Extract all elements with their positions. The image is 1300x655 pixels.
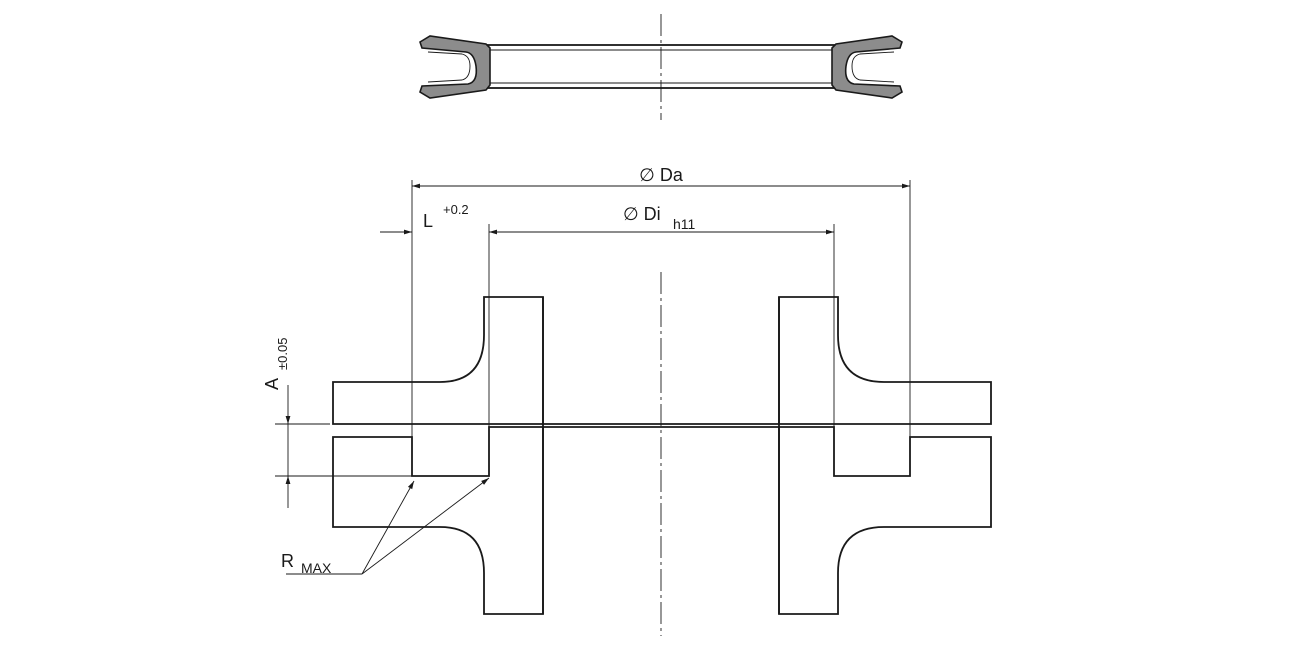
- a-label: A: [262, 378, 282, 390]
- dimensions: ∅ Da ∅ Di h11 L +0.2 A ±0.05 R MAX: [262, 165, 911, 576]
- upper-left-flange: [332, 296, 544, 425]
- a-tolerance: ±0.05: [275, 338, 290, 370]
- r-sub-label: MAX: [301, 560, 332, 576]
- r-label: R: [281, 551, 294, 571]
- lower-right-flange: [778, 426, 992, 615]
- da-label: ∅ Da: [639, 165, 684, 185]
- seal-profile-right: [831, 35, 903, 99]
- seal-view: [419, 14, 903, 120]
- l-label: L: [423, 211, 433, 231]
- r-leader-left: [361, 480, 415, 575]
- seal-groove-left: [427, 51, 471, 83]
- r-leader-right: [361, 477, 490, 575]
- seal-groove-right: [851, 51, 895, 83]
- di-tolerance: h11: [673, 216, 696, 232]
- seal-profile-left: [419, 35, 491, 99]
- upper-right-flange: [778, 296, 992, 425]
- l-tolerance: +0.2: [443, 202, 469, 217]
- cross-section: [332, 272, 992, 636]
- lower-left-flange: [332, 426, 544, 615]
- di-label: ∅ Di: [623, 204, 661, 224]
